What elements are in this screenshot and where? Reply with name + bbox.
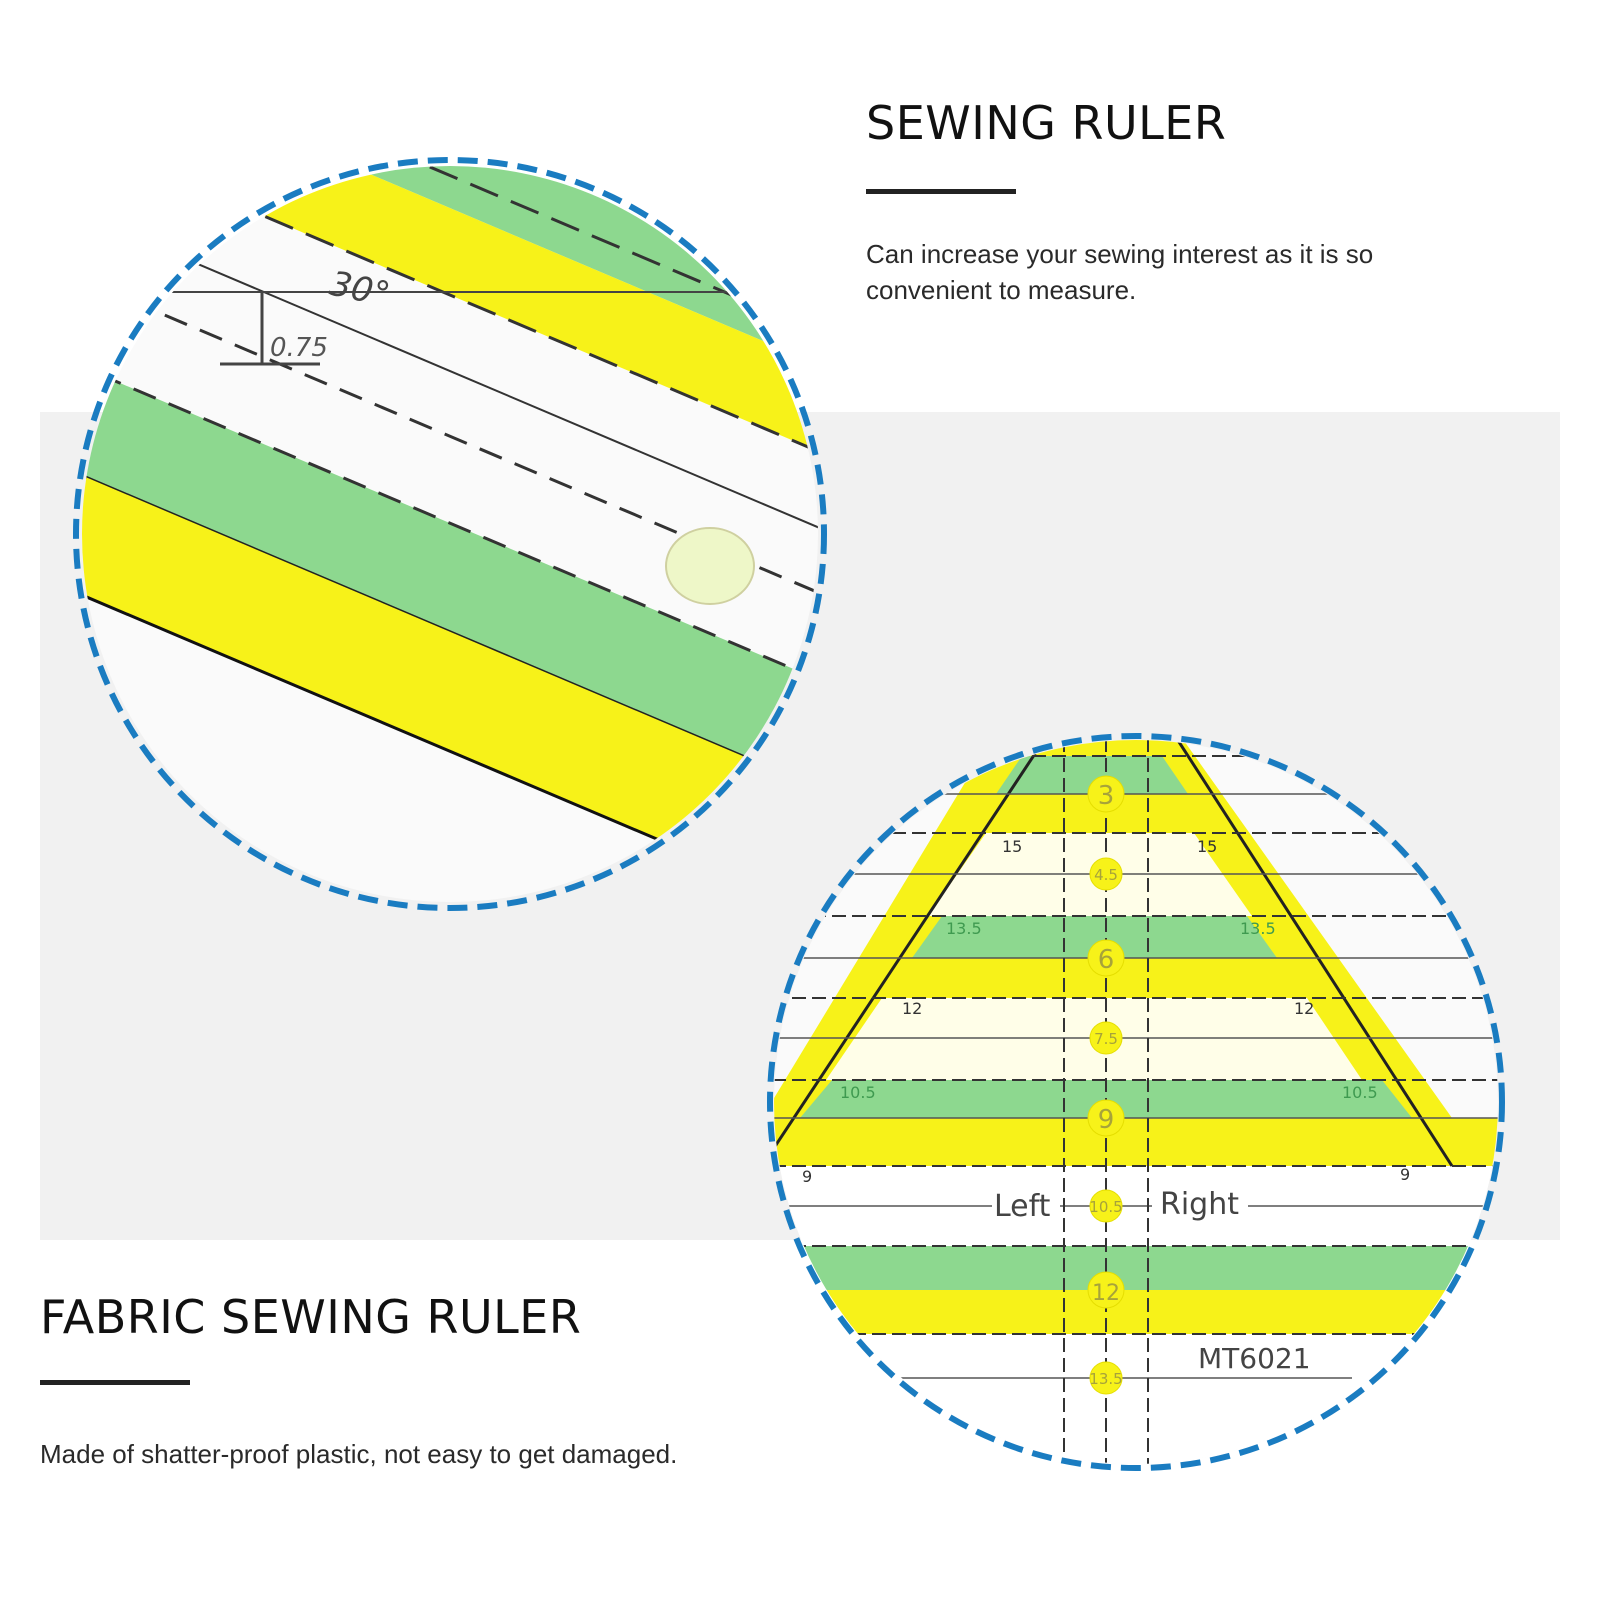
- center-label: 10.5: [1089, 1198, 1122, 1216]
- ruler-closeup-trapezoid: 3 4.5 6 7.5 9 10.5 12 13.5 15 15 13.5 13…: [767, 733, 1505, 1471]
- side-label-right: 13.5: [1240, 919, 1276, 938]
- closeup-frame: [73, 157, 827, 911]
- side-label-right: 12: [1294, 999, 1314, 1018]
- section-title: FABRIC SEWING RULER: [40, 1290, 582, 1344]
- closeup-frame: [767, 733, 1505, 1471]
- center-label: 7.5: [1094, 1030, 1118, 1048]
- center-label: 4.5: [1094, 866, 1118, 884]
- left-label: Left: [994, 1189, 1051, 1224]
- center-label: 12: [1092, 1281, 1120, 1306]
- title-underline: [866, 189, 1016, 194]
- side-label-right: 9: [1400, 1165, 1410, 1184]
- ruler-closeup-angle: 30° 0.75: [73, 157, 827, 911]
- section-title: SEWING RULER: [866, 96, 1227, 150]
- model-label: MT6021: [1198, 1342, 1311, 1375]
- side-label-left: 15: [1002, 837, 1022, 856]
- side-label-left: 9: [802, 1167, 812, 1186]
- hanging-hole: [665, 527, 755, 605]
- right-label: Right: [1160, 1187, 1239, 1222]
- side-label-right: 15: [1197, 837, 1217, 856]
- section-description: Can increase your sewing interest as it …: [866, 239, 1374, 305]
- center-label: 3: [1098, 781, 1115, 811]
- side-label-left: 10.5: [840, 1083, 876, 1102]
- side-label-left: 12: [902, 999, 922, 1018]
- width-label: 0.75: [270, 333, 328, 363]
- center-label: 13.5: [1089, 1370, 1122, 1388]
- title-underline: [40, 1380, 190, 1385]
- side-label-right: 10.5: [1342, 1083, 1378, 1102]
- section-description: Made of shatter-proof plastic, not easy …: [40, 1439, 678, 1469]
- center-label: 9: [1098, 1105, 1115, 1135]
- center-label: 6: [1098, 945, 1115, 975]
- side-label-left: 13.5: [946, 919, 982, 938]
